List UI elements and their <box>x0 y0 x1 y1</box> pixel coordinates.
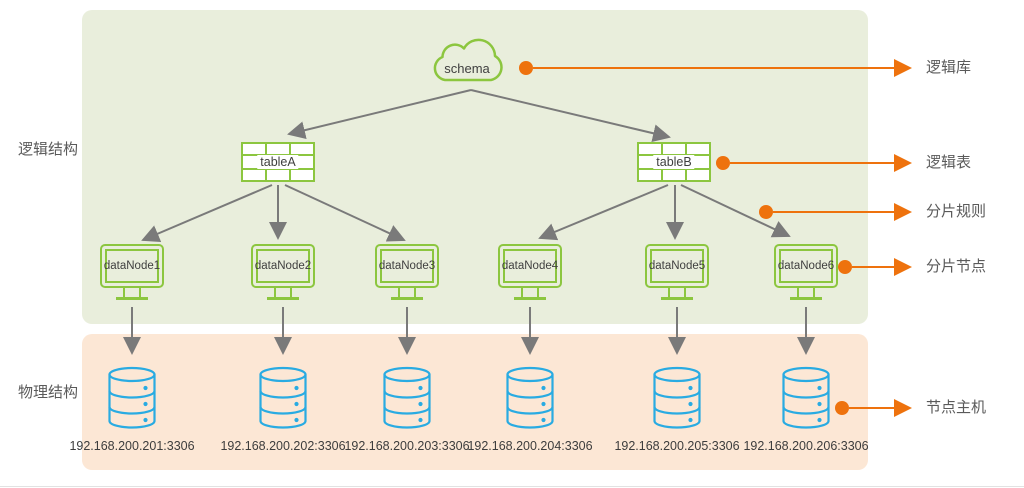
dataNode4-label: dataNode4 <box>502 249 558 283</box>
database-node-2 <box>258 366 308 430</box>
host-ip-3: 192.168.200.203:3306 <box>344 439 470 453</box>
monitor-stand <box>668 288 686 297</box>
dataNode1-node: dataNode1 <box>100 244 164 300</box>
monitor-icon: dataNode6 <box>774 244 838 288</box>
host-ip-2: 192.168.200.202:3306 <box>220 439 346 453</box>
annotation-logical-db: 逻辑库 <box>926 59 972 76</box>
monitor-stand <box>123 288 141 297</box>
logical-structure-panel <box>82 10 868 324</box>
tableA-label: tableA <box>257 155 299 169</box>
monitor-stand <box>797 288 815 297</box>
host-ip-5: 192.168.200.205:3306 <box>614 439 740 453</box>
monitor-icon: dataNode1 <box>100 244 164 288</box>
annotation-shard-rule: 分片规则 <box>926 203 987 220</box>
schema-node: schema <box>428 36 512 88</box>
table-grid-line <box>243 168 313 170</box>
database-icon <box>259 366 307 429</box>
monitor-base <box>514 297 546 300</box>
host-ip-1: 192.168.200.201:3306 <box>69 439 195 453</box>
tableA-node: tableA <box>241 142 315 182</box>
database-icon <box>108 366 156 429</box>
dataNode6-node: dataNode6 <box>774 244 838 300</box>
host-ip-6: 192.168.200.206:3306 <box>743 439 869 453</box>
cloud-icon <box>433 38 503 82</box>
database-icon <box>782 366 830 429</box>
annotation-logical-table: 逻辑表 <box>926 154 972 171</box>
dataNode5-label: dataNode5 <box>649 249 705 283</box>
dataNode6-label: dataNode6 <box>778 249 834 283</box>
dataNode2-node: dataNode2 <box>251 244 315 300</box>
database-node-6 <box>781 366 831 430</box>
database-node-1 <box>107 366 157 430</box>
database-node-4 <box>505 366 555 430</box>
dataNode3-node: dataNode3 <box>375 244 439 300</box>
dataNode4-node: dataNode4 <box>498 244 562 300</box>
monitor-base <box>267 297 299 300</box>
monitor-icon: dataNode5 <box>645 244 709 288</box>
host-ip-4: 192.168.200.204:3306 <box>467 439 593 453</box>
dataNode2-label: dataNode2 <box>255 249 311 283</box>
dataNode3-label: dataNode3 <box>379 249 435 283</box>
monitor-base <box>391 297 423 300</box>
dataNode1-label: dataNode1 <box>104 249 160 283</box>
physical-structure-label: 物理结构 <box>17 384 78 401</box>
monitor-icon: dataNode3 <box>375 244 439 288</box>
dataNode5-node: dataNode5 <box>645 244 709 300</box>
database-icon <box>383 366 431 429</box>
monitor-stand <box>521 288 539 297</box>
monitor-stand <box>274 288 292 297</box>
monitor-icon: dataNode4 <box>498 244 562 288</box>
monitor-base <box>116 297 148 300</box>
database-icon <box>506 366 554 429</box>
database-node-3 <box>382 366 432 430</box>
schema-label: schema <box>444 61 490 76</box>
bottom-divider <box>0 486 1024 487</box>
physical-structure-panel <box>82 334 868 470</box>
annotation-shard-node: 分片节点 <box>926 258 987 275</box>
monitor-base <box>661 297 693 300</box>
database-node-5 <box>652 366 702 430</box>
tableB-label: tableB <box>653 155 695 169</box>
annotation-node-host: 节点主机 <box>926 399 987 416</box>
table-grid-line <box>639 168 709 170</box>
monitor-base <box>790 297 822 300</box>
tableB-node: tableB <box>637 142 711 182</box>
monitor-stand <box>398 288 416 297</box>
logical-structure-label: 逻辑结构 <box>17 141 78 158</box>
database-icon <box>653 366 701 429</box>
monitor-icon: dataNode2 <box>251 244 315 288</box>
